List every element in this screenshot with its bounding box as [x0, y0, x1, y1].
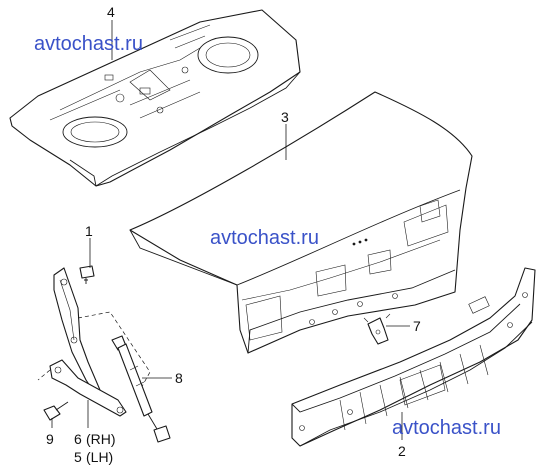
label-4: 4 — [107, 4, 115, 20]
label-6: 6 — [74, 431, 82, 447]
hinge-bolt — [79, 265, 95, 284]
trunk-hinge — [37, 267, 151, 417]
label-2: 2 — [398, 443, 406, 459]
label-1: 1 — [85, 223, 93, 239]
leader-lines — [51, 20, 410, 440]
label-5: 5 — [74, 449, 82, 465]
label-8: 8 — [175, 370, 183, 386]
hinge-mount-bolt — [43, 401, 69, 421]
label-9: 9 — [46, 431, 54, 447]
watermark-bottom: avtochast.ru — [392, 417, 501, 439]
label-3: 3 — [281, 109, 289, 125]
watermark-top: avtochast.ru — [34, 33, 143, 55]
trunk-lid — [129, 91, 473, 354]
gas-strut — [111, 335, 171, 443]
label-7: 7 — [413, 318, 421, 334]
label-6-side: (RH) — [86, 431, 116, 447]
striker-bracket — [363, 313, 391, 345]
package-tray-panel — [9, 9, 301, 187]
watermark-middle: avtochast.ru — [210, 227, 319, 249]
label-5-side: (LH) — [86, 449, 113, 465]
rear-panel — [291, 267, 536, 447]
